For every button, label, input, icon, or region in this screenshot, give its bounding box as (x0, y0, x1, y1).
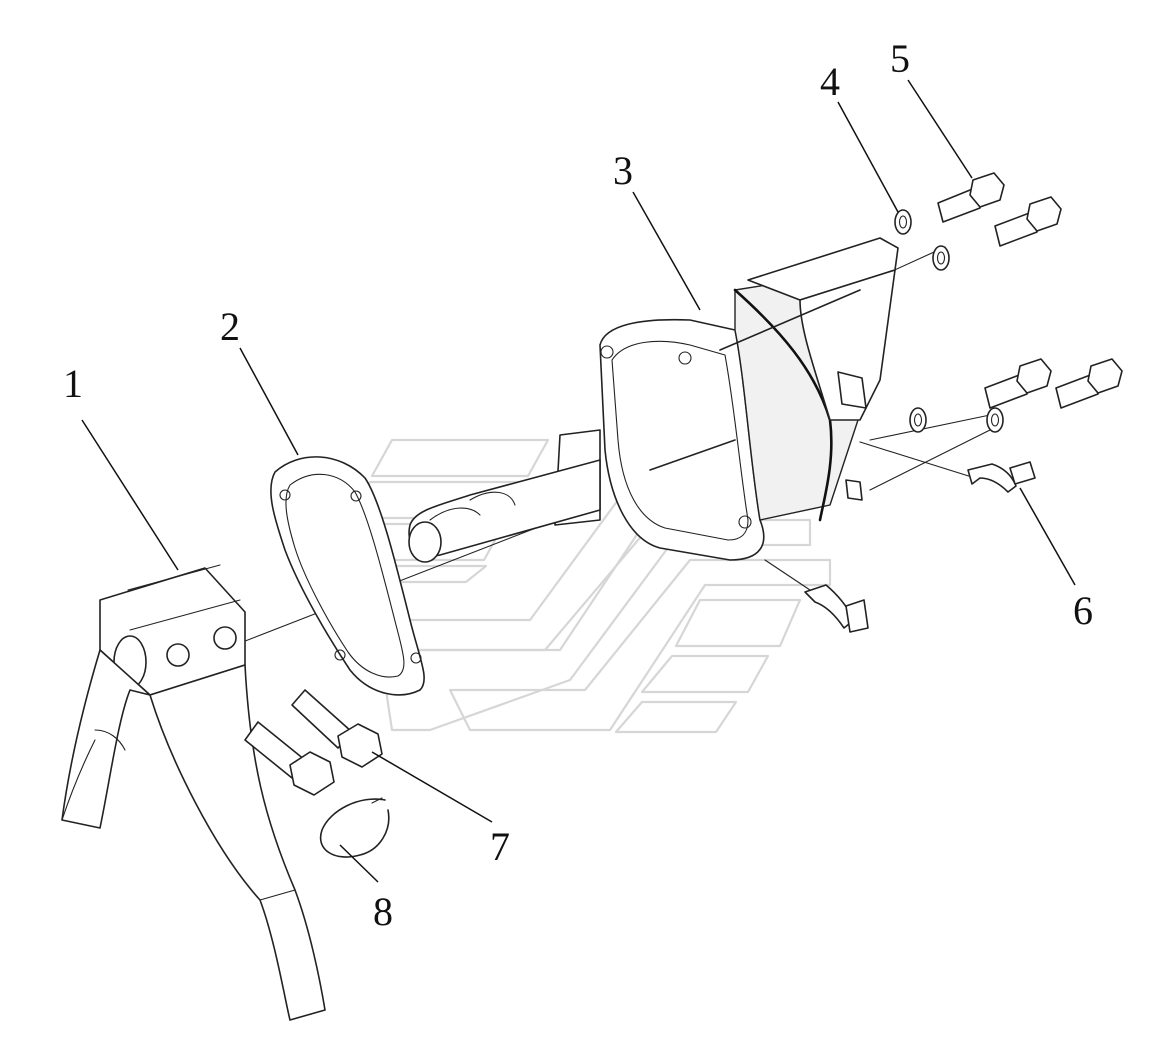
leader-lines (81, 79, 1076, 883)
part-6-elbow-fitting (804, 461, 1036, 633)
part-7-bolt (244, 689, 383, 796)
callout-8: 8 (373, 889, 393, 934)
callout-2: 2 (220, 304, 240, 349)
callout-5: 5 (890, 36, 910, 81)
part-5-bolt (937, 172, 1123, 409)
callout-1: 1 (63, 361, 83, 406)
callout-7: 7 (490, 824, 510, 869)
part-4-washer (894, 209, 1004, 433)
callout-labels: 1 2 3 4 5 6 7 8 (63, 36, 1093, 934)
part-2-gasket (270, 456, 425, 696)
callout-4: 4 (820, 59, 840, 104)
part-8-snap-ring (319, 797, 390, 858)
part-3-housing (408, 237, 899, 563)
part-1-shift-fork (61, 564, 326, 1021)
callout-6: 6 (1073, 588, 1093, 633)
callout-3: 3 (613, 148, 633, 193)
